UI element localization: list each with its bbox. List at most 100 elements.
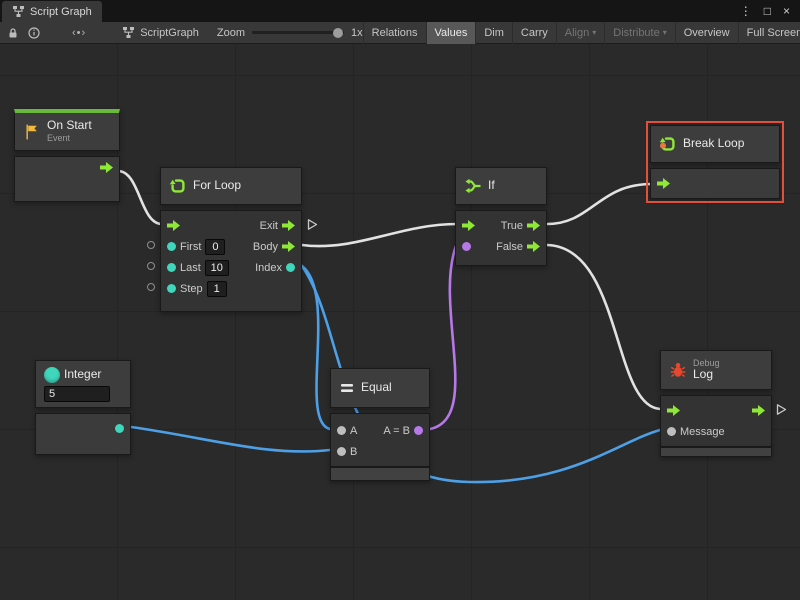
node-on-start[interactable]: On Start Event bbox=[14, 109, 120, 202]
body-port[interactable] bbox=[282, 241, 295, 252]
full-screen-button[interactable]: Full Screen bbox=[737, 21, 800, 44]
result-port[interactable] bbox=[414, 426, 423, 435]
node-title: Integer bbox=[64, 366, 102, 381]
node-header[interactable]: Integer bbox=[35, 360, 131, 408]
condition-port[interactable] bbox=[462, 242, 471, 251]
graph-canvas[interactable]: On Start Event For Loop bbox=[0, 44, 800, 600]
node-title: Break Loop bbox=[683, 136, 745, 151]
node-subtitle: Event bbox=[47, 133, 71, 144]
flow-in-port[interactable] bbox=[167, 220, 180, 231]
dropdown-caret-icon: ▾ bbox=[592, 28, 597, 37]
wire-false-to-log[interactable] bbox=[545, 243, 662, 411]
bug-icon bbox=[669, 361, 687, 379]
zoom-slider[interactable] bbox=[252, 27, 345, 38]
message-port[interactable] bbox=[667, 427, 676, 436]
flow-hint-triangle-icon bbox=[776, 403, 787, 421]
first-port-label: First bbox=[180, 240, 202, 253]
info-icon[interactable] bbox=[28, 26, 40, 39]
flow-in-port[interactable] bbox=[657, 178, 670, 189]
port-row bbox=[651, 173, 779, 194]
flow-in-port[interactable] bbox=[462, 220, 475, 231]
window-menu-icon[interactable]: ⋮ bbox=[739, 4, 752, 18]
flow-out-port[interactable] bbox=[752, 405, 765, 416]
overview-button[interactable]: Overview bbox=[674, 21, 738, 44]
loop-icon bbox=[169, 177, 187, 195]
node-if[interactable]: If True False bbox=[455, 167, 547, 266]
exit-port[interactable] bbox=[282, 220, 295, 231]
unconnected-port-circle[interactable] bbox=[147, 262, 155, 270]
body-port-label: Body bbox=[252, 240, 278, 253]
port-row: Step bbox=[161, 278, 301, 299]
wire-body-to-if[interactable] bbox=[300, 222, 459, 248]
wire-true-to-breakloop[interactable] bbox=[545, 182, 654, 226]
last-port[interactable] bbox=[167, 263, 176, 272]
node-debug-log[interactable]: Debug Log Message bbox=[660, 350, 772, 457]
node-title: If bbox=[488, 178, 495, 193]
tab-script-graph[interactable]: Script Graph bbox=[2, 1, 102, 22]
dim-button[interactable]: Dim bbox=[475, 21, 512, 44]
node-header[interactable]: Break Loop bbox=[650, 125, 780, 163]
node-header[interactable]: Debug Log bbox=[660, 350, 772, 390]
first-port[interactable] bbox=[167, 242, 176, 251]
true-port[interactable] bbox=[527, 220, 540, 231]
tab-title: Script Graph bbox=[30, 5, 92, 18]
values-button[interactable]: Values bbox=[425, 21, 476, 44]
step-port-label: Step bbox=[180, 282, 203, 295]
first-value-input[interactable] bbox=[205, 238, 226, 255]
node-header[interactable]: If bbox=[455, 167, 547, 205]
integer-out-port[interactable] bbox=[115, 424, 124, 433]
node-equal[interactable]: Equal A A = B B bbox=[330, 368, 430, 481]
code-ports-icon[interactable]: ‹•› bbox=[72, 26, 87, 39]
node-for-loop[interactable]: For Loop Exit First Body bbox=[160, 167, 302, 312]
false-port[interactable] bbox=[527, 241, 540, 252]
port-row: Exit bbox=[161, 215, 301, 236]
wire-index-to-equal-a[interactable] bbox=[300, 264, 332, 431]
unconnected-port-circle[interactable] bbox=[147, 283, 155, 291]
graph-name: ScriptGraph bbox=[122, 26, 199, 39]
align-button[interactable]: Align ▾ bbox=[555, 21, 604, 44]
a-port[interactable] bbox=[337, 426, 346, 435]
close-icon[interactable]: × bbox=[782, 4, 790, 18]
equals-icon bbox=[339, 380, 355, 396]
wire-onstart-to-forloop[interactable] bbox=[116, 169, 164, 226]
node-footer bbox=[330, 467, 430, 481]
lock-icon[interactable] bbox=[7, 27, 19, 39]
flow-in-port[interactable] bbox=[667, 405, 680, 416]
break-loop-icon bbox=[659, 135, 677, 153]
node-header[interactable]: For Loop bbox=[160, 167, 302, 205]
port-row bbox=[661, 400, 771, 421]
unconnected-port-circle[interactable] bbox=[147, 241, 155, 249]
result-port-label: A = B bbox=[383, 424, 410, 437]
port-row: First Body bbox=[161, 236, 301, 257]
wire-integer-to-equal-b[interactable] bbox=[129, 425, 332, 453]
step-value-input[interactable] bbox=[206, 280, 227, 297]
maximize-icon[interactable]: □ bbox=[763, 4, 771, 18]
node-header[interactable]: On Start Event bbox=[14, 109, 120, 151]
zoom-label: Zoom bbox=[216, 26, 246, 39]
branch-icon bbox=[464, 177, 482, 195]
index-port[interactable] bbox=[286, 263, 295, 272]
relations-button[interactable]: Relations bbox=[362, 21, 426, 44]
step-port[interactable] bbox=[167, 284, 176, 293]
node-title: On Start bbox=[47, 118, 92, 133]
port-row: True bbox=[456, 215, 546, 236]
node-integer[interactable]: Integer bbox=[35, 360, 131, 455]
distribute-button[interactable]: Distribute ▾ bbox=[604, 21, 674, 44]
integer-value-input[interactable] bbox=[44, 385, 110, 402]
node-title: Equal bbox=[361, 380, 392, 395]
carry-button[interactable]: Carry bbox=[511, 21, 556, 44]
zoom-value: 1x bbox=[351, 26, 363, 39]
exit-port-label: Exit bbox=[259, 219, 278, 232]
zoom-slider-knob[interactable] bbox=[333, 27, 344, 38]
integer-type-icon bbox=[44, 366, 60, 383]
trigger-out-port[interactable] bbox=[100, 162, 113, 173]
index-port-label: Index bbox=[255, 261, 282, 274]
wire-equal-to-condition[interactable] bbox=[428, 244, 458, 431]
node-header[interactable]: Equal bbox=[330, 368, 430, 408]
node-break-loop[interactable]: Break Loop bbox=[646, 121, 784, 203]
flow-hint-triangle-icon bbox=[307, 218, 318, 236]
a-port-label: A bbox=[350, 424, 358, 437]
last-value-input[interactable] bbox=[204, 259, 229, 276]
b-port[interactable] bbox=[337, 447, 346, 456]
graph-toolbar: ‹•› ScriptGraph Zoom 1x Relations Values… bbox=[0, 21, 800, 44]
